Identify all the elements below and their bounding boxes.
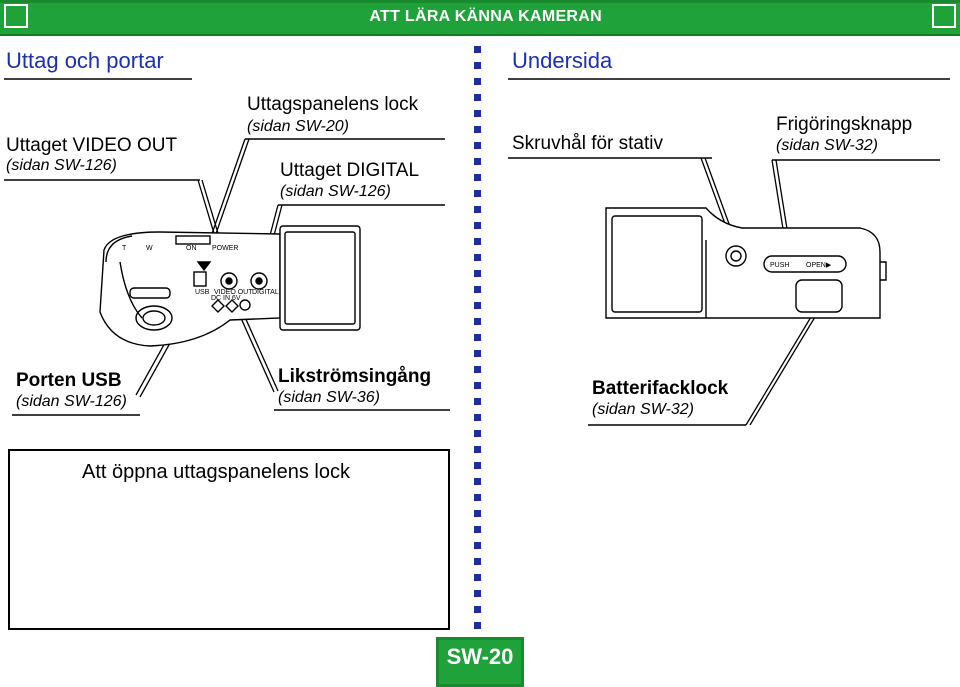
header-bar: ATT LÄRA KÄNNA KAMERAN bbox=[0, 0, 960, 36]
usb-mark: USB bbox=[195, 289, 210, 296]
open-panel-box bbox=[8, 449, 450, 630]
open-panel-title: Att öppna uttagspanelens lock bbox=[82, 461, 350, 483]
t-mark: T bbox=[122, 245, 127, 252]
usb-ref: (sidan SW-126) bbox=[16, 393, 127, 410]
usb-label: Porten USB bbox=[16, 370, 122, 391]
dc-in-label: Likströmsingång bbox=[278, 366, 432, 387]
camera-bottom-marks: PUSH OPEN▶ bbox=[770, 262, 832, 269]
tripod-label: Skruvhål för stativ bbox=[512, 133, 663, 154]
digital-mark: DIGITAL bbox=[252, 289, 279, 296]
on-mark: ON bbox=[186, 245, 197, 252]
w-mark: W bbox=[146, 245, 153, 252]
section-title-underside: Undersida bbox=[512, 48, 613, 73]
release-ref: (sidan SW-32) bbox=[776, 137, 878, 154]
video-out-ref: (sidan SW-126) bbox=[6, 157, 117, 174]
dc-in-mark: DC IN 6V bbox=[211, 295, 241, 302]
column-divider bbox=[474, 46, 481, 636]
power-mark: POWER bbox=[212, 245, 238, 252]
header-square-right bbox=[932, 4, 956, 28]
camera-side-marks: USB VIDEO OUT DIGITAL DC IN 6V POWER ON … bbox=[122, 245, 279, 302]
digital-ref: (sidan SW-126) bbox=[280, 183, 391, 200]
video-out-label: Uttaget VIDEO OUT bbox=[6, 135, 178, 156]
battery-lock-ref: (sidan SW-32) bbox=[592, 401, 694, 418]
header-title: ATT LÄRA KÄNNA KAMERAN bbox=[369, 8, 602, 25]
camera-side-illustration bbox=[99, 225, 361, 347]
panel-lock-ref: (sidan SW-20) bbox=[247, 118, 349, 135]
dc-in-ref: (sidan SW-36) bbox=[278, 389, 380, 406]
release-label: Frigöringsknapp bbox=[776, 114, 913, 135]
push-mark: PUSH bbox=[770, 262, 789, 269]
section-title-ports: Uttag och portar bbox=[6, 48, 164, 73]
video-out-mark: VIDEO OUT bbox=[214, 289, 253, 296]
header-square-left bbox=[4, 4, 28, 28]
digital-label: Uttaget DIGITAL bbox=[280, 160, 420, 181]
panel-lock-label: Uttagspanelens lock bbox=[247, 94, 419, 115]
page-number-box bbox=[436, 637, 524, 687]
open-mark: OPEN▶ bbox=[806, 262, 832, 269]
page-number: SW-20 bbox=[446, 644, 514, 669]
battery-lock-label: Batterifacklock bbox=[592, 378, 729, 399]
camera-bottom-illustration bbox=[605, 207, 887, 319]
